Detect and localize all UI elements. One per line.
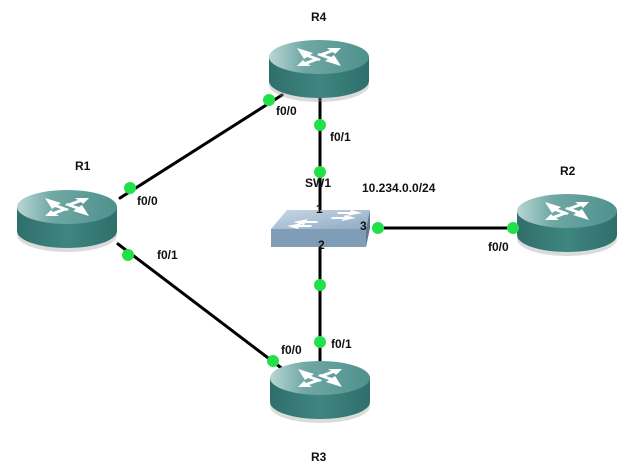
link-r1-r3[interactable]: [116, 242, 286, 372]
port-label-r4-f00: f0/0: [276, 104, 297, 118]
port-dot-sw1-p1[interactable]: [314, 166, 326, 178]
router-r3[interactable]: [270, 361, 370, 423]
port-dot-r3-f00[interactable]: [267, 355, 279, 367]
port-label-sw1-p1: 1: [316, 202, 323, 216]
port-dot-r1-f00[interactable]: [124, 182, 136, 194]
port-dots: [122, 94, 519, 367]
port-dot-sw1-p3[interactable]: [372, 222, 384, 234]
port-dot-r3-f01[interactable]: [314, 336, 326, 348]
port-label-r4-f01: f0/1: [330, 130, 351, 144]
port-label-r1-f00: f0/0: [137, 194, 158, 208]
router-r2[interactable]: [517, 194, 617, 256]
device-label-r4: R4: [311, 10, 327, 24]
device-label-r3: R3: [311, 450, 327, 464]
port-label-sw1-p2: 2: [318, 238, 325, 252]
device-label-r1: R1: [75, 159, 91, 173]
device-label-r2: R2: [560, 164, 576, 178]
port-dot-r2-f00[interactable]: [507, 222, 519, 234]
port-dot-sw1-p2[interactable]: [314, 279, 326, 291]
router-r1[interactable]: [17, 190, 117, 252]
port-label-r1-f01: f0/1: [157, 248, 178, 262]
port-label-r3-f00: f0/0: [281, 343, 302, 357]
switch-sw1[interactable]: [271, 210, 370, 247]
port-dot-r4-f01[interactable]: [314, 119, 326, 131]
port-label-r3-f01: f0/1: [331, 337, 352, 351]
port-label-r2-f00: f0/0: [488, 240, 509, 254]
port-dot-r4-f00[interactable]: [263, 94, 275, 106]
device-label-sw1: SW1: [305, 176, 332, 190]
link-r1-r4[interactable]: [118, 93, 284, 200]
links: [116, 90, 532, 372]
port-dot-r1-f01[interactable]: [122, 249, 134, 261]
port-label-sw1-p3: 3: [360, 219, 367, 233]
router-r4[interactable]: [269, 40, 369, 102]
network-label: 10.234.0.0/24: [362, 181, 436, 195]
